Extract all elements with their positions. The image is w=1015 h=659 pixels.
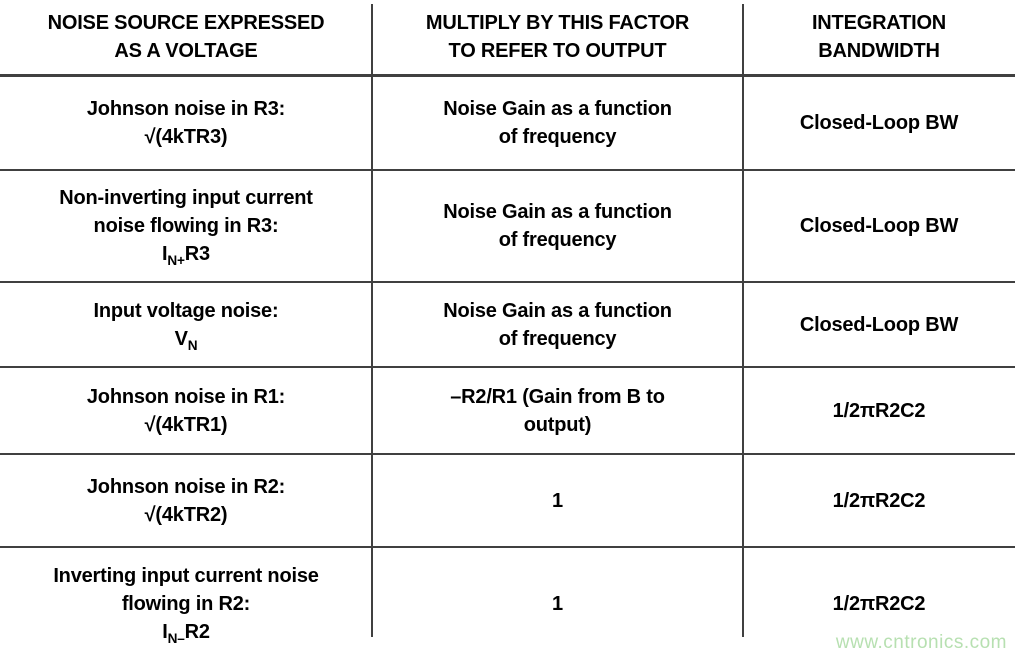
table-row: Johnson noise in R1:√(4kTR1) –R2/R1 (Gai…: [0, 368, 1015, 455]
table-row: Johnson noise in R3:√(4kTR3) Noise Gain …: [0, 77, 1015, 171]
bandwidth-cell: Closed-Loop BW: [799, 215, 959, 237]
factor-cell: 1: [552, 592, 563, 615]
bandwidth-cell: 1/2πR2C2: [832, 592, 926, 615]
noise-source-cell: Johnson noise in R2:√(4kTR2): [86, 475, 286, 526]
bandwidth-cell: 1/2πR2C2: [832, 399, 926, 422]
table-row: Johnson noise in R2:√(4kTR2) 1 1/2πR2C2: [0, 455, 1015, 548]
factor-cell: 1: [552, 489, 563, 512]
noise-source-cell: Johnson noise in R3:√(4kTR3): [86, 98, 286, 148]
noise-source-cell: Input voltage noise:VN: [93, 299, 279, 353]
bandwidth-cell: 1/2πR2C2: [832, 489, 926, 512]
column-divider: [371, 4, 373, 637]
watermark: www.cntronics.com: [835, 632, 1007, 653]
column-divider: [742, 4, 744, 637]
bandwidth-cell: Closed-Loop BW: [799, 313, 959, 336]
bandwidth-cell: Closed-Loop BW: [799, 112, 959, 134]
table-row: Input voltage noise:VN Noise Gain as a f…: [0, 283, 1015, 368]
noise-source-cell: Johnson noise in R1:√(4kTR1): [86, 385, 286, 436]
